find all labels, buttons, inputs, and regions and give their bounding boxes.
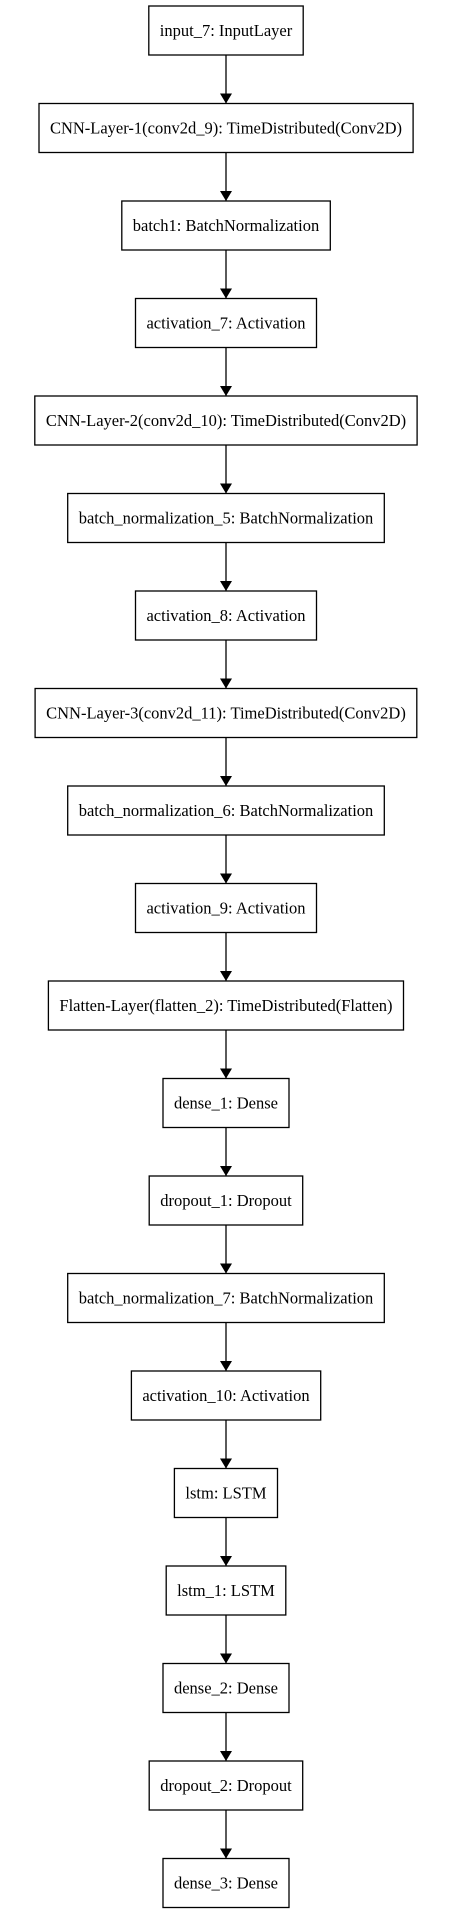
layer-node-activation_7: activation_7: Activation [134, 297, 318, 349]
layer-box [162, 1662, 290, 1714]
layer-node-input_7: input_7: InputLayer [148, 5, 304, 56]
layer-label: CNN-Layer-1(conv2d_9): TimeDistributed(C… [50, 119, 402, 138]
layer-box [134, 882, 318, 934]
layer-box [134, 590, 318, 641]
layer-label: batch_normalization_7: BatchNormalizatio… [79, 1289, 374, 1308]
layer-box [148, 5, 304, 56]
layer-node-bn6: batch_normalization_6: BatchNormalizatio… [67, 785, 385, 836]
layer-box [34, 687, 418, 739]
layer-node-activation_8: activation_8: Activation [134, 590, 318, 641]
layer-box [173, 1467, 279, 1519]
layer-node-dense_3: dense_3: Dense [162, 1857, 290, 1909]
layer-label: activation_9: Activation [146, 899, 305, 918]
layer-node-flatten: Flatten-Layer(flatten_2): TimeDistribute… [47, 980, 405, 1031]
layer-box [67, 1272, 385, 1324]
layer-node-dense_2: dense_2: Dense [162, 1662, 290, 1714]
layer-box [130, 1370, 322, 1421]
layer-node-activation_10: activation_10: Activation [130, 1370, 322, 1421]
layer-box [134, 297, 318, 349]
layer-node-bn5: batch_normalization_5: BatchNormalizatio… [67, 492, 385, 544]
layer-label: dense_2: Dense [174, 1679, 278, 1698]
layer-label: input_7: InputLayer [160, 21, 293, 40]
layer-box [162, 1077, 290, 1129]
layer-box [67, 492, 385, 544]
layer-label: batch_normalization_6: BatchNormalizatio… [79, 801, 374, 820]
layer-label: dense_1: Dense [174, 1094, 278, 1113]
layer-label: lstm_1: LSTM [177, 1581, 275, 1600]
layer-node-lstm_1: lstm_1: LSTM [165, 1565, 287, 1616]
layer-box [38, 102, 414, 154]
layer-label: dropout_2: Dropout [160, 1776, 292, 1795]
layer-box [34, 395, 418, 446]
layer-node-activation_9: activation_9: Activation [134, 882, 318, 934]
layer-label: activation_8: Activation [146, 606, 305, 625]
layer-label: activation_10: Activation [142, 1386, 309, 1405]
layer-box [47, 980, 405, 1031]
layer-node-dropout_1: dropout_1: Dropout [148, 1175, 304, 1226]
layer-label: batch1: BatchNormalization [133, 216, 319, 235]
layer-box [121, 200, 331, 251]
layer-label: CNN-Layer-3(conv2d_11): TimeDistributed(… [46, 704, 406, 723]
layer-node-lstm: lstm: LSTM [173, 1467, 279, 1519]
layer-label: CNN-Layer-2(conv2d_10): TimeDistributed(… [46, 411, 406, 430]
layer-box [162, 1857, 290, 1909]
layer-node-cnn1: CNN-Layer-1(conv2d_9): TimeDistributed(C… [38, 102, 414, 154]
layer-box [67, 785, 385, 836]
layer-label: batch_normalization_5: BatchNormalizatio… [79, 509, 374, 528]
layer-node-cnn2: CNN-Layer-2(conv2d_10): TimeDistributed(… [34, 395, 418, 446]
layer-node-cnn3: CNN-Layer-3(conv2d_11): TimeDistributed(… [34, 687, 418, 739]
layer-node-dense_1: dense_1: Dense [162, 1077, 290, 1129]
layer-box [148, 1175, 304, 1226]
layer-box [165, 1565, 287, 1616]
layer-node-dropout_2: dropout_2: Dropout [148, 1760, 304, 1811]
layer-node-batch1: batch1: BatchNormalization [121, 200, 331, 251]
nodes-layer: input_7: InputLayerCNN-Layer-1(conv2d_9)… [34, 5, 418, 1909]
layer-box [148, 1760, 304, 1811]
layer-label: dropout_1: Dropout [160, 1191, 292, 1210]
layer-node-bn7: batch_normalization_7: BatchNormalizatio… [67, 1272, 385, 1324]
layer-label: lstm: LSTM [185, 1484, 266, 1503]
layer-label: dense_3: Dense [174, 1874, 278, 1893]
layer-label: activation_7: Activation [146, 314, 305, 333]
layer-label: Flatten-Layer(flatten_2): TimeDistribute… [59, 996, 392, 1015]
